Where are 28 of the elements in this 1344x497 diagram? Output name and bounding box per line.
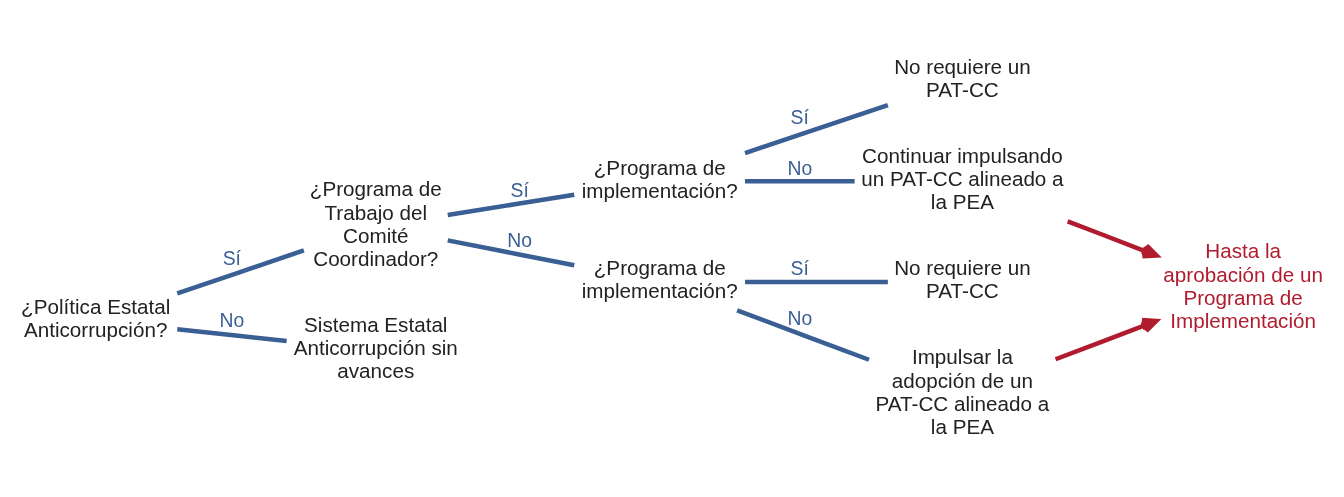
node-text: ¿Programa de implementación? xyxy=(581,255,738,302)
connector xyxy=(736,307,870,362)
node-text: ¿Política Estatal Anticorrupción? xyxy=(21,294,171,341)
arrow xyxy=(1066,218,1159,259)
node-text: ¿Programa de Trabajo del Comité Coordinador? xyxy=(309,176,442,270)
connector xyxy=(745,178,855,183)
node-text: Impulsar la adopción de un PAT-CC alineado a la PEA xyxy=(875,344,1050,438)
node-text: No requiere un PAT-CC xyxy=(894,54,1031,101)
edge-label: No xyxy=(787,156,813,179)
connector xyxy=(176,247,305,296)
node-text: Sistema Estatal Anticorrupción sin avances xyxy=(293,312,458,382)
arrow xyxy=(1054,317,1159,361)
edge-label: No xyxy=(507,228,533,251)
connector xyxy=(447,192,575,217)
node-text: No requiere un PAT-CC xyxy=(894,255,1031,302)
node-text: Hasta la aprobación de un Programa de Implementación xyxy=(1163,238,1323,332)
connector xyxy=(447,237,575,267)
connector xyxy=(177,326,287,343)
node-text: Continuar impulsando un PAT-CC alineado a la PEA xyxy=(861,143,1064,213)
connector xyxy=(744,102,889,155)
edge-label: No xyxy=(219,308,245,331)
edge-label: Sí xyxy=(790,256,809,279)
node-text: ¿Programa de implementación? xyxy=(581,155,738,202)
connector xyxy=(745,279,888,284)
edge-label: Sí xyxy=(510,178,529,201)
edge-label: No xyxy=(787,306,813,329)
edge-label: Sí xyxy=(790,105,809,128)
edge-label: Sí xyxy=(222,246,242,269)
